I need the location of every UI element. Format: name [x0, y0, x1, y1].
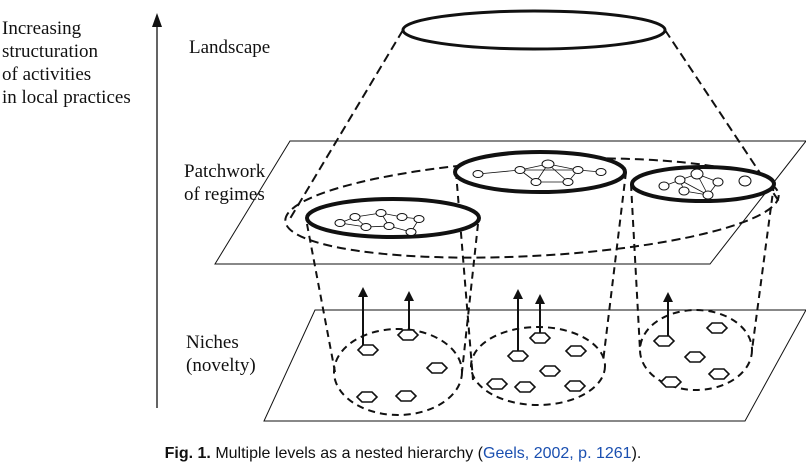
regimes-label-line: Patchwork — [184, 161, 266, 182]
figure-caption: Fig. 1. Multiple levels as a nested hier… — [0, 444, 806, 464]
regime-right — [630, 165, 776, 203]
niches-label-line: Niches — [186, 332, 239, 353]
niche-hexagon — [356, 344, 380, 356]
niche-hexagon — [355, 391, 379, 403]
niche-hexagon — [513, 381, 537, 393]
niche-hexagon — [506, 350, 530, 362]
axis-label-line: of activities — [2, 64, 92, 85]
niche-hexagon — [528, 332, 552, 344]
niche-hexagon — [705, 322, 729, 334]
niche-arrows — [358, 287, 673, 351]
niche-hexagons — [355, 322, 731, 403]
niches-label-line: (novelty) — [186, 355, 256, 376]
niche-regime-connectors — [306, 171, 775, 381]
regimes-label: Patchwork of regimes — [184, 160, 265, 206]
niche-group-left — [333, 328, 463, 416]
niche-groups — [333, 309, 753, 416]
niche-hexagon — [563, 380, 587, 392]
niche-group-middle — [470, 326, 606, 406]
regimes-plane — [214, 140, 806, 265]
caption-end: ). — [631, 445, 642, 462]
structuration-axis-arrow — [152, 13, 162, 408]
caption-text: Multiple levels as a nested hierarchy ( — [210, 445, 483, 462]
niche-hexagon — [538, 365, 562, 377]
niche-hexagon — [652, 335, 676, 347]
axis-label-line: in local practices — [2, 87, 131, 108]
niche-hexagon — [564, 345, 588, 357]
niche-hexagon — [394, 390, 418, 402]
niche-hexagon — [425, 362, 449, 374]
niches-plane — [263, 309, 806, 422]
landscape-label: Landscape — [189, 37, 271, 58]
axis-label-line: Increasing — [2, 18, 82, 39]
niche-group-right — [639, 309, 753, 391]
niche-hexagon — [485, 378, 509, 390]
caption-fig-number: Fig. 1. — [164, 445, 211, 462]
regime-left — [305, 197, 481, 239]
regimes-label-line: of regimes — [184, 184, 265, 205]
niche-hexagon — [683, 351, 707, 363]
niche-hexagon — [396, 329, 420, 341]
niche-hexagon — [707, 368, 731, 380]
landscape-ellipse — [401, 9, 667, 51]
caption-reference-link[interactable]: Geels, 2002, p. 1261 — [483, 445, 632, 462]
regime-middle — [453, 150, 627, 194]
axis-label: Increasing structuration of activities i… — [2, 17, 131, 109]
niche-hexagon — [659, 376, 683, 388]
axis-label-line: structuration — [2, 41, 99, 62]
niches-label: Niches (novelty) — [186, 331, 256, 377]
